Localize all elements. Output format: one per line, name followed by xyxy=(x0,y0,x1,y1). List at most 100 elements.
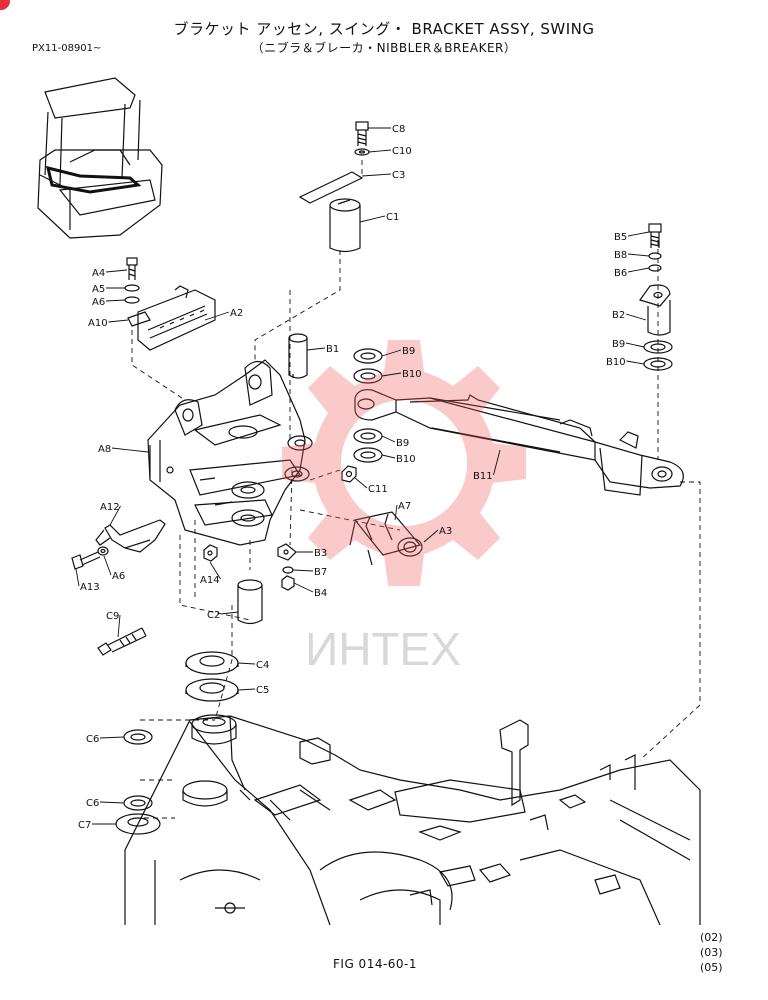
callout-label: C8 xyxy=(392,124,405,135)
callout-leader-line xyxy=(209,561,221,580)
callout-label: A7 xyxy=(398,501,411,512)
pin-c2 xyxy=(237,579,263,625)
nut-c11 xyxy=(341,465,357,483)
callout-label: A3 xyxy=(439,526,452,537)
callout-leader-line xyxy=(204,311,230,321)
callout-label: B6 xyxy=(614,268,627,279)
callout-leader-line xyxy=(111,447,149,453)
callout-label: A14 xyxy=(200,575,220,586)
pin-b1 xyxy=(288,333,308,379)
callout-leader-line xyxy=(105,299,126,302)
band-a3-a7 xyxy=(349,511,423,566)
callout-leader-line xyxy=(368,149,392,153)
part-a-upper-group xyxy=(124,257,216,351)
callout-leader-line xyxy=(627,231,650,237)
callout-leader-line xyxy=(99,801,125,804)
callout-leader-line xyxy=(627,267,650,273)
callout-leader-line xyxy=(361,173,392,177)
callout-label: A6 xyxy=(112,571,125,582)
callout-label: B9 xyxy=(612,339,625,350)
revision-codes: (02) (03) (05) xyxy=(700,930,723,975)
watermark-gear xyxy=(282,340,526,586)
callout-label: C11 xyxy=(368,484,388,495)
callout-label: B10 xyxy=(396,454,416,465)
callout-label: C6 xyxy=(86,734,99,745)
callout-label: B10 xyxy=(606,357,626,368)
callout-label: B9 xyxy=(396,438,409,449)
callout-leader-line xyxy=(105,269,128,273)
revision-code: (02) xyxy=(700,931,723,944)
callout-leader-line xyxy=(109,505,121,526)
callout-leader-line xyxy=(237,662,256,665)
callout-leader-line xyxy=(75,568,80,587)
callout-label: B9 xyxy=(402,346,415,357)
figure-number: FIG 014-60-1 xyxy=(333,957,418,971)
callout-label: B2 xyxy=(612,310,625,321)
callout-label: A4 xyxy=(92,268,105,279)
bracket-a12 xyxy=(71,519,166,570)
corner-badge xyxy=(0,0,10,10)
callout-leader-line xyxy=(381,454,396,459)
callout-label: B5 xyxy=(614,232,627,243)
callout-leader-line xyxy=(626,360,645,365)
callout-label: A5 xyxy=(92,284,105,295)
callout-label: C3 xyxy=(392,170,405,181)
callout-label: C7 xyxy=(78,820,91,831)
callout-leader-line xyxy=(99,736,125,739)
callout-leader-line xyxy=(237,688,256,691)
callout-leader-line xyxy=(381,435,396,443)
callout-label: C6 xyxy=(86,798,99,809)
callout-label: C1 xyxy=(386,212,399,223)
callout-leader-line xyxy=(108,319,129,323)
callout-leader-line xyxy=(625,313,647,321)
callout-label: A6 xyxy=(92,297,105,308)
callout-leader-line xyxy=(394,504,398,521)
excavator-cab-thumbnail xyxy=(37,77,163,239)
callout-label: A2 xyxy=(230,308,243,319)
callout-leader-line xyxy=(220,611,239,615)
callout-leader-line xyxy=(493,449,501,476)
part-c-group xyxy=(298,121,370,253)
serial-range: PX11-08901~ xyxy=(32,43,102,54)
upper-frame xyxy=(124,714,701,926)
diagram-subtitle: （ニブラ＆ブレーカ・NIBBLER＆BREAKER） xyxy=(251,41,517,55)
callout-label: B3 xyxy=(314,548,327,559)
watermark-text: ИНТЕХ xyxy=(305,623,461,675)
callout-label: B10 xyxy=(402,369,422,380)
callout-label: C9 xyxy=(106,611,119,622)
callout-leader-line xyxy=(381,372,402,377)
part-b-right-group xyxy=(639,223,673,371)
callout-leader-line xyxy=(306,347,326,351)
revision-code: (05) xyxy=(700,961,723,974)
callout-label: C4 xyxy=(256,660,269,671)
revision-code: (03) xyxy=(700,946,723,959)
callout-leader-line xyxy=(627,253,650,257)
callout-leader-line xyxy=(423,529,439,543)
callout-leader-line xyxy=(354,477,368,489)
washers-c4-c5 xyxy=(185,651,239,702)
callout-label: C5 xyxy=(256,685,269,696)
parts-b3-b7-b4 xyxy=(277,543,297,591)
swing-bracket-a8 xyxy=(147,359,313,546)
callout-leader-line xyxy=(117,614,121,638)
callout-label: B8 xyxy=(614,250,627,261)
callout-leader-line xyxy=(359,215,386,223)
callout-leader-line xyxy=(292,569,314,572)
callout-leader-line xyxy=(625,342,645,348)
callout-label: B1 xyxy=(326,344,339,355)
diagram-title: ブラケット アッセン, スイング・ BRACKET ASSY, SWING xyxy=(173,20,595,38)
bolt-c9 xyxy=(97,627,147,656)
callout-label: C10 xyxy=(392,146,412,157)
cylinder-b11 xyxy=(354,389,684,496)
callout-leader-line xyxy=(381,349,402,357)
nut-a14 xyxy=(203,544,218,562)
callout-leader-line xyxy=(103,555,112,576)
callout-label: A13 xyxy=(80,582,100,593)
callout-label: B7 xyxy=(314,567,327,578)
callout-label: B4 xyxy=(314,588,327,599)
callout-leader-line xyxy=(293,582,314,593)
callout-label: A8 xyxy=(98,444,111,455)
